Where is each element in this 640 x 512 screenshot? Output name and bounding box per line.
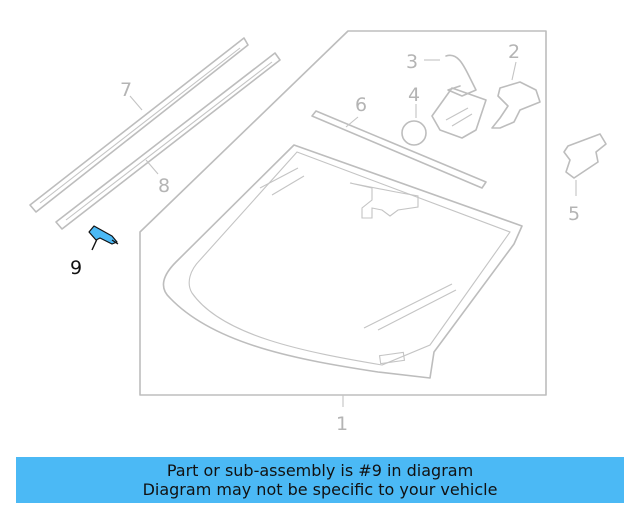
side-molding-7 xyxy=(29,37,249,213)
banner-line-1: Part or sub-assembly is #9 in diagram xyxy=(166,461,474,480)
label-part-2: 2 xyxy=(508,41,520,63)
label-part-5: 5 xyxy=(568,203,580,225)
label-part-7: 7 xyxy=(120,79,132,101)
upper-molding xyxy=(311,110,487,189)
info-banner: Part or sub-assembly is #9 in diagram Di… xyxy=(16,457,624,503)
rain-sensor xyxy=(401,104,427,146)
label-part-3: 3 xyxy=(406,51,418,73)
mount-bracket xyxy=(563,133,607,196)
camera-cover xyxy=(491,61,541,129)
label-part-6: 6 xyxy=(355,94,367,116)
windshield-panel xyxy=(139,30,547,407)
label-part-4: 4 xyxy=(408,84,420,106)
clip-part-9[interactable] xyxy=(88,225,119,251)
label-part-1: 1 xyxy=(336,413,348,435)
label-part-9: 9 xyxy=(70,257,82,279)
label-part-8: 8 xyxy=(158,175,170,197)
sensor-harness xyxy=(424,54,487,139)
side-molding-8 xyxy=(55,52,281,230)
parts-diagram: 1 2 3 4 5 6 7 8 9 xyxy=(29,30,607,435)
banner-line-2: Diagram may not be specific to your vehi… xyxy=(142,480,498,499)
